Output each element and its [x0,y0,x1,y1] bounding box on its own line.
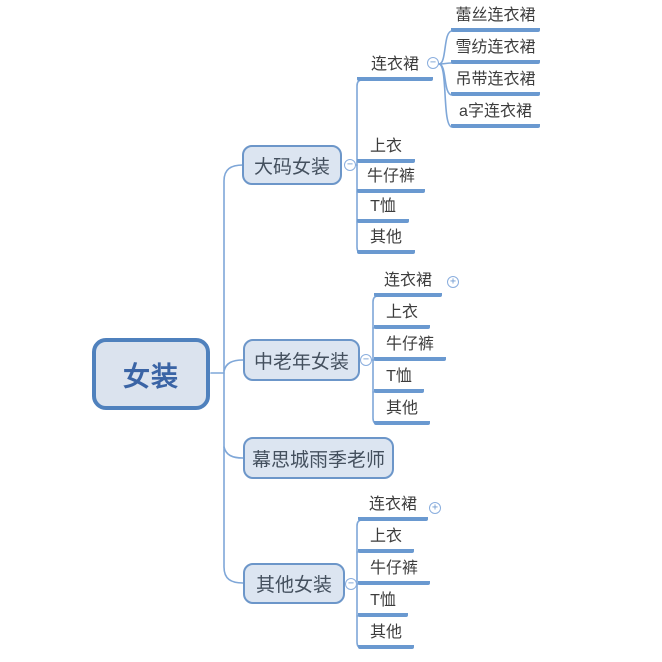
connector-fan-1 [438,30,453,65]
leaf-node-jeans-1[interactable]: 牛仔裤 [357,167,425,193]
leaf-node-lace-dress[interactable]: 蕾丝连衣裙 [451,6,540,32]
leaf-node-chiffon-dress[interactable]: 雪纺连衣裙 [451,38,540,64]
branch-node-plus-size[interactable]: 大码女装 [242,145,342,185]
expand-toggle-icon[interactable]: + [429,502,441,514]
connector-fan-4 [438,63,453,128]
leaf-node-other-1[interactable]: 其他 [357,228,415,254]
leaf-node-top-3[interactable]: 上衣 [358,527,414,553]
leaf-node-tshirt-2[interactable]: T恤 [374,367,424,393]
leaf-node-top-2[interactable]: 上衣 [374,303,430,329]
leaf-node-dress-1[interactable]: 连衣裙 [357,55,433,81]
branch-node-middle-aged[interactable]: 中老年女装 [243,339,360,381]
collapse-toggle-icon[interactable]: − [344,159,356,171]
leaf-node-jeans-2[interactable]: 牛仔裤 [374,335,446,361]
leaf-node-dress-3[interactable]: 连衣裙 [358,495,428,521]
leaf-node-other-3[interactable]: 其他 [358,623,414,649]
collapse-toggle-icon[interactable]: − [345,578,357,590]
branch-node-teacher[interactable]: 幕思城雨季老师 [243,437,394,479]
leaf-node-tshirt-3[interactable]: T恤 [358,591,408,617]
leaf-node-dress-2[interactable]: 连衣裙 [374,271,442,297]
connector-stub-branch3 [223,446,244,459]
expand-toggle-icon[interactable]: + [447,276,459,288]
leaf-node-tshirt-1[interactable]: T恤 [357,197,409,223]
collapse-toggle-icon[interactable]: − [360,354,372,366]
leaf-node-slip-dress[interactable]: 吊带连衣裙 [451,70,540,96]
leaf-node-jeans-3[interactable]: 牛仔裤 [358,559,430,585]
leaf-node-top-1[interactable]: 上衣 [357,137,415,163]
leaf-node-aline-dress[interactable]: a字连衣裙 [451,102,540,128]
connector-main-trunk [223,164,244,584]
root-node[interactable]: 女装 [92,338,210,410]
collapse-toggle-icon[interactable]: − [427,57,439,69]
branch-node-other-women[interactable]: 其他女装 [243,563,345,604]
leaf-node-other-2[interactable]: 其他 [374,399,430,425]
connector-stub-branch2 [223,359,244,372]
